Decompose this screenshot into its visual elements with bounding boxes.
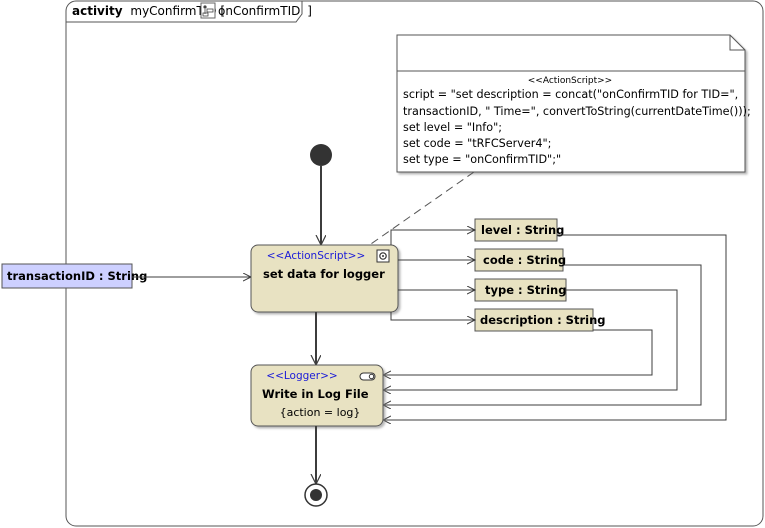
action-logger-stereotype: <<Logger>> [266, 370, 337, 382]
frame-keyword: activity [72, 4, 123, 18]
settings-icon[interactable] [376, 249, 390, 263]
svg-text:activity myConfirmTID: activity myConfirmTID [ [72, 4, 225, 18]
final-node[interactable] [304, 483, 328, 507]
output-pin-label: level : String [481, 223, 564, 237]
flow-type-to-logger [383, 289, 678, 390]
action-set-data-stereotype: <<ActionScript>> [267, 250, 366, 262]
toggle-icon[interactable] [359, 372, 376, 381]
frame-name: myConfirmTID [130, 4, 216, 18]
action-set-data[interactable] [250, 244, 399, 313]
initial-node[interactable] [310, 144, 332, 166]
flow-level-to-logger [383, 234, 727, 420]
note-anchor-line [367, 171, 475, 247]
flow-code-to-logger [383, 264, 702, 405]
frame-subtitle: onConfirmTID [218, 4, 300, 18]
frame-tab [66, 1, 303, 23]
activity-diagram-icon [200, 2, 216, 19]
frame-bracket-open: [ [220, 4, 225, 18]
input-pin[interactable] [1, 263, 133, 289]
action-logger-constraint: {action = log} [280, 406, 361, 419]
output-pin-label: type : String [485, 283, 566, 297]
note-line: transactionID, " Time=", convertToString… [403, 105, 751, 118]
action-logger-name: Write in Log File [262, 387, 369, 401]
note-line: set type = "onConfirmTID";" [403, 153, 561, 166]
flow-set-data-to-level [390, 230, 475, 245]
note-fold [729, 35, 745, 51]
note-line: script = "set description = concat("onCo… [403, 88, 738, 101]
flow-description-to-logger [383, 329, 653, 375]
output-pin-label: code : String [483, 253, 566, 267]
note-line: set level = "Info"; [403, 121, 502, 134]
action-set-data-name: set data for logger [263, 267, 385, 281]
flow-set-data-to-description [390, 312, 475, 320]
frame-bracket-close: ] [307, 4, 312, 18]
input-pin-label: transactionID : String [7, 269, 147, 283]
note-line: set code = "tRFCServer4"; [403, 137, 551, 150]
output-pin-label: description : String [480, 313, 605, 327]
note-stereotype: <<ActionScript>> [528, 76, 612, 86]
script-note[interactable] [396, 34, 746, 173]
svg-text:onConfirmTID ]: onConfirmTID ] [218, 4, 312, 18]
